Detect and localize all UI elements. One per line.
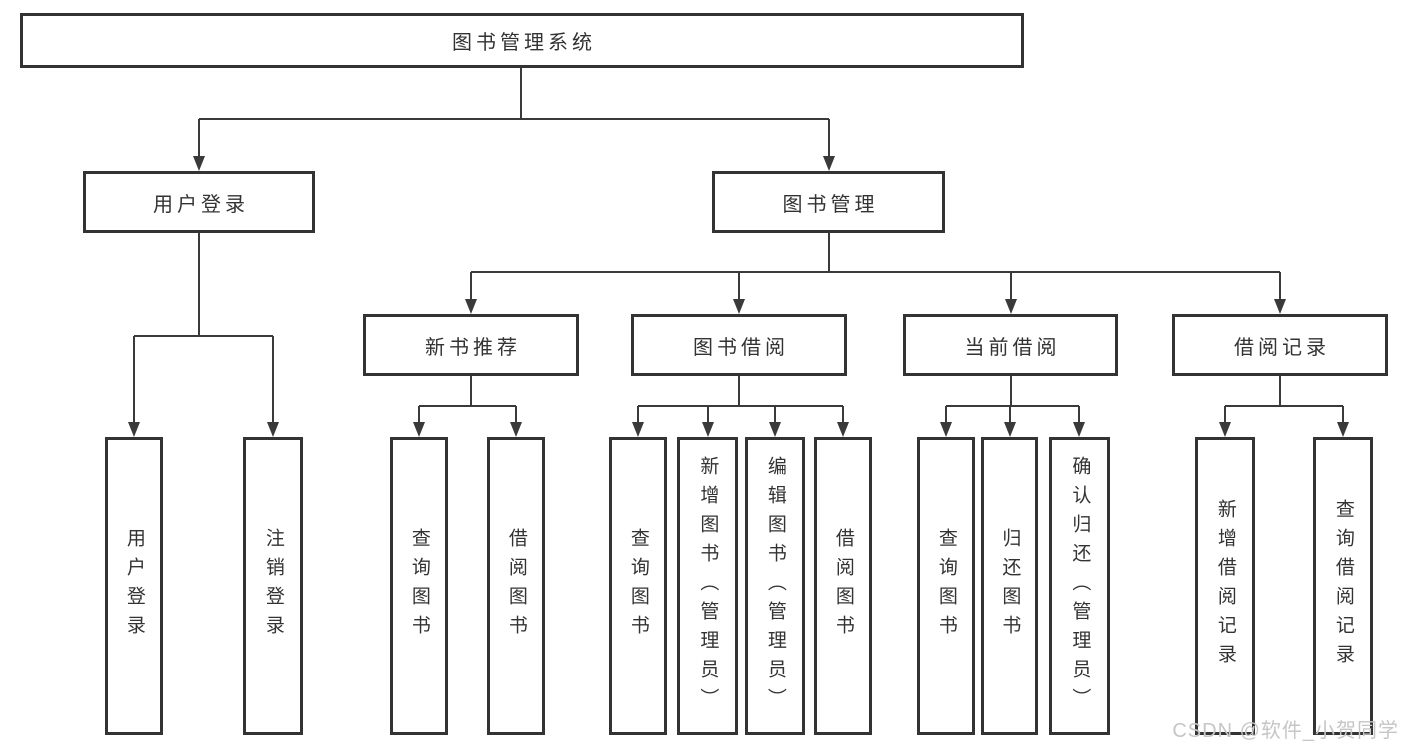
connector-currentborrow-to-leaves <box>945 376 1080 423</box>
leaf-return-books: 归还图书 <box>981 437 1038 735</box>
node-label: 新增图书（管理员） <box>697 455 719 717</box>
node-label: 新书推荐 <box>425 336 521 359</box>
csdn-watermark: CSDN @软件_小贺同学 <box>1172 720 1399 742</box>
connector-newbook-to-leaves <box>418 376 517 423</box>
leaf-user-login: 用户登录 <box>105 437 163 735</box>
node-label: 图书借阅 <box>693 336 789 359</box>
node-label: 借阅记录 <box>1234 336 1330 359</box>
leaf-borrow-books-recommend: 借阅图书 <box>487 437 545 735</box>
leaf-add-books-admin: 新增图书（管理员） <box>677 437 738 735</box>
node-book-borrowing: 图书借阅 <box>631 314 847 376</box>
arrowhead-icon <box>632 422 644 437</box>
node-label: 新增借阅记录 <box>1214 499 1236 673</box>
connector-records-to-leaves <box>1224 376 1344 423</box>
leaf-confirm-return-admin: 确认归还（管理员） <box>1049 437 1110 735</box>
connector-userlogin-to-leaves <box>133 233 274 423</box>
leaf-borrow-books: 借阅图书 <box>814 437 872 735</box>
connector-borrowing-to-leaves <box>637 376 844 423</box>
node-label: 当前借阅 <box>964 336 1061 359</box>
arrowhead-icon <box>733 299 745 314</box>
arrowhead-icon <box>413 422 425 437</box>
node-book-management: 图书管理 <box>712 171 945 233</box>
arrowhead-icon <box>1337 422 1349 437</box>
node-label: 借阅图书 <box>505 528 527 644</box>
node-label: 确认归还（管理员） <box>1069 455 1091 717</box>
arrowhead-icon <box>1005 299 1017 314</box>
node-label: 借阅图书 <box>832 528 854 644</box>
node-label: 归还图书 <box>999 528 1021 644</box>
node-new-book-recommend: 新书推荐 <box>363 314 579 376</box>
connector-root-to-level2 <box>198 68 830 157</box>
arrowhead-icon <box>465 299 477 314</box>
arrowhead-icon <box>510 422 522 437</box>
leaf-search-books-borrowing: 查询图书 <box>609 437 667 735</box>
node-label: 用户登录 <box>123 528 145 644</box>
node-label: 查询图书 <box>408 528 430 644</box>
node-borrow-records: 借阅记录 <box>1172 314 1388 376</box>
leaf-search-books-current: 查询图书 <box>917 437 975 735</box>
arrowhead-icon <box>837 422 849 437</box>
node-label: 图书管理 <box>782 193 879 216</box>
arrowhead-icon <box>823 156 835 171</box>
arrowhead-icon <box>1219 422 1231 437</box>
arrowhead-icon <box>1073 422 1085 437</box>
leaf-search-books-recommend: 查询图书 <box>390 437 448 735</box>
leaf-logout: 注销登录 <box>243 437 303 735</box>
leaf-search-borrow-record: 查询借阅记录 <box>1313 437 1373 735</box>
arrowhead-icon <box>128 422 140 437</box>
leaf-add-borrow-record: 新增借阅记录 <box>1195 437 1255 735</box>
arrowhead-icon <box>702 422 714 437</box>
leaf-edit-books-admin: 编辑图书（管理员） <box>745 437 805 735</box>
arrowhead-icon <box>769 422 781 437</box>
node-label: 图书管理系统 <box>452 32 596 54</box>
connector-bookmgmt-to-level3 <box>470 233 1281 300</box>
arrowhead-icon <box>1274 299 1286 314</box>
node-library-system: 图书管理系统 <box>20 13 1024 68</box>
node-current-borrowing: 当前借阅 <box>903 314 1118 376</box>
arrowhead-icon <box>267 422 279 437</box>
node-label: 注销登录 <box>262 528 284 644</box>
node-label: 查询借阅记录 <box>1332 499 1354 673</box>
node-label: 编辑图书（管理员） <box>764 455 786 717</box>
arrowhead-icon <box>940 422 952 437</box>
node-label: 用户登录 <box>153 193 249 216</box>
node-label: 查询图书 <box>935 528 957 644</box>
node-label: 查询图书 <box>627 528 649 644</box>
arrowhead-icon <box>1004 422 1016 437</box>
node-user-login: 用户登录 <box>83 171 315 233</box>
arrowhead-icon <box>193 156 205 171</box>
